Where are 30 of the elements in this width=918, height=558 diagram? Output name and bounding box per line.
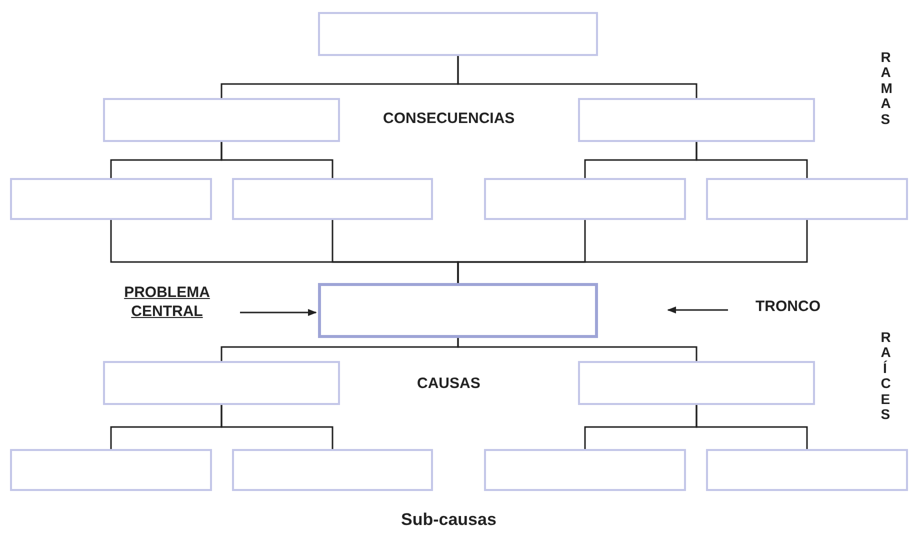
vertical-label: RAMAS (880, 50, 892, 127)
empty-box (232, 178, 433, 220)
section-label: CONSECUENCIAS (383, 110, 515, 127)
connector-line (696, 405, 808, 449)
empty-box (706, 449, 908, 491)
arrow (240, 308, 317, 316)
empty-box (232, 449, 433, 491)
arrow (667, 306, 728, 314)
empty-box (318, 12, 598, 56)
empty-box (578, 361, 815, 405)
empty-box (706, 178, 908, 220)
section-label: CAUSAS (417, 375, 480, 392)
side-label: PROBLEMA CENTRAL (123, 284, 211, 322)
empty-box (10, 449, 212, 491)
empty-box (103, 98, 340, 142)
connector-line (220, 405, 334, 449)
empty-box (484, 449, 686, 491)
connector-line (457, 56, 698, 98)
connector-line (696, 142, 808, 178)
empty-box (578, 98, 815, 142)
connector-line (457, 220, 808, 283)
empty-box (10, 178, 212, 220)
connector-line (457, 338, 698, 361)
empty-box (103, 361, 340, 405)
empty-box (484, 178, 686, 220)
connector-line (220, 142, 334, 178)
vertical-label: RAÍCES (880, 330, 892, 422)
side-label: TRONCO (754, 298, 822, 317)
footer-label: Sub-causas (401, 510, 496, 530)
central-problem-box (318, 283, 598, 338)
